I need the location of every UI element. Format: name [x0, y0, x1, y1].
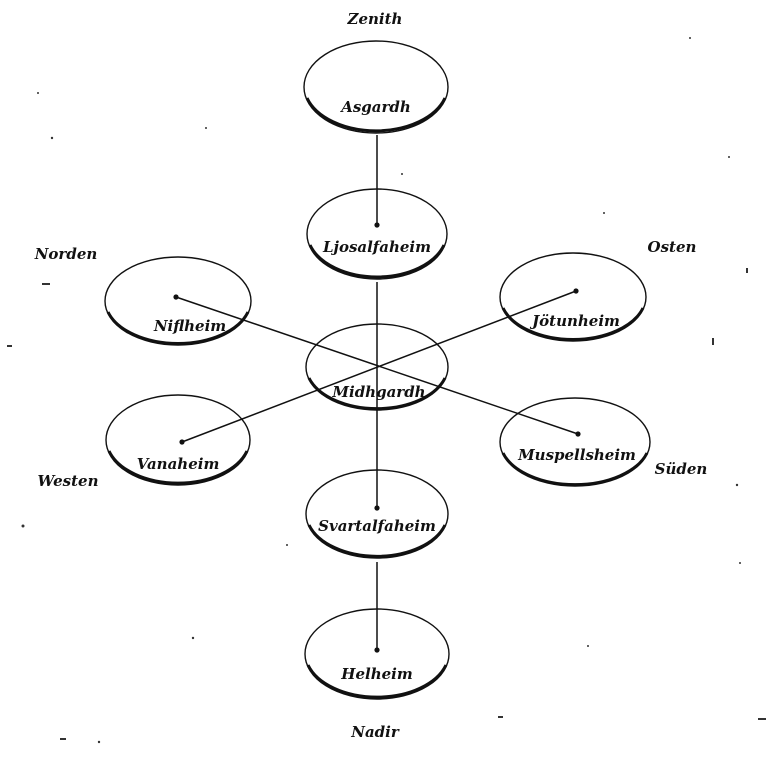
- direction-label-west: Westen: [38, 472, 99, 490]
- direction-label-east: Osten: [648, 238, 697, 256]
- node-dot-muspellsheim: [575, 431, 581, 437]
- node-dot-ljosalfaheim: [374, 222, 380, 228]
- paper-specks: [7, 37, 766, 744]
- world-label-niflheim: Niflheim: [153, 317, 226, 335]
- world-node-ljosalfaheim: Ljosalfaheim: [306, 188, 448, 280]
- node-dot-svartalfaheim: [374, 505, 380, 511]
- diagonal-vanaheim-jotunheim: [181, 290, 577, 443]
- world-node-asgardh: Asgardh: [303, 40, 449, 134]
- world-label-midhgardh: Midhgardh: [331, 383, 425, 401]
- world-node-niflheim: Niflheim: [104, 256, 252, 346]
- world-node-muspellsheim: Muspellsheim: [499, 397, 651, 487]
- node-dot-vanaheim: [179, 439, 185, 445]
- direction-label-south: Süden: [655, 460, 708, 478]
- world-label-muspellsheim: Muspellsheim: [517, 446, 636, 464]
- world-node-jotunheim: Jötunheim: [499, 252, 647, 342]
- world-node-svartalfaheim: Svartalfaheim: [305, 469, 449, 559]
- world-label-svartalfaheim: Svartalfaheim: [318, 517, 436, 535]
- node-dot-jotunheim: [573, 288, 579, 294]
- node-dot-helheim: [374, 647, 380, 653]
- world-label-helheim: Helheim: [340, 665, 412, 683]
- world-label-ljosalfaheim: Ljosalfaheim: [322, 238, 431, 256]
- world-label-vanaheim: Vanaheim: [137, 455, 220, 473]
- world-node-helheim: Helheim: [304, 608, 450, 700]
- direction-label-nadir: Nadir: [350, 723, 400, 741]
- world-node-vanaheim: Vanaheim: [105, 394, 251, 486]
- direction-label-zenith: Zenith: [347, 10, 403, 28]
- world-node-midhgardh: Midhgardh: [305, 323, 449, 411]
- world-label-asgardh: Asgardh: [339, 98, 411, 116]
- world-label-jotunheim: Jötunheim: [529, 312, 620, 330]
- direction-label-north: Norden: [34, 245, 98, 263]
- node-dot-niflheim: [173, 294, 179, 300]
